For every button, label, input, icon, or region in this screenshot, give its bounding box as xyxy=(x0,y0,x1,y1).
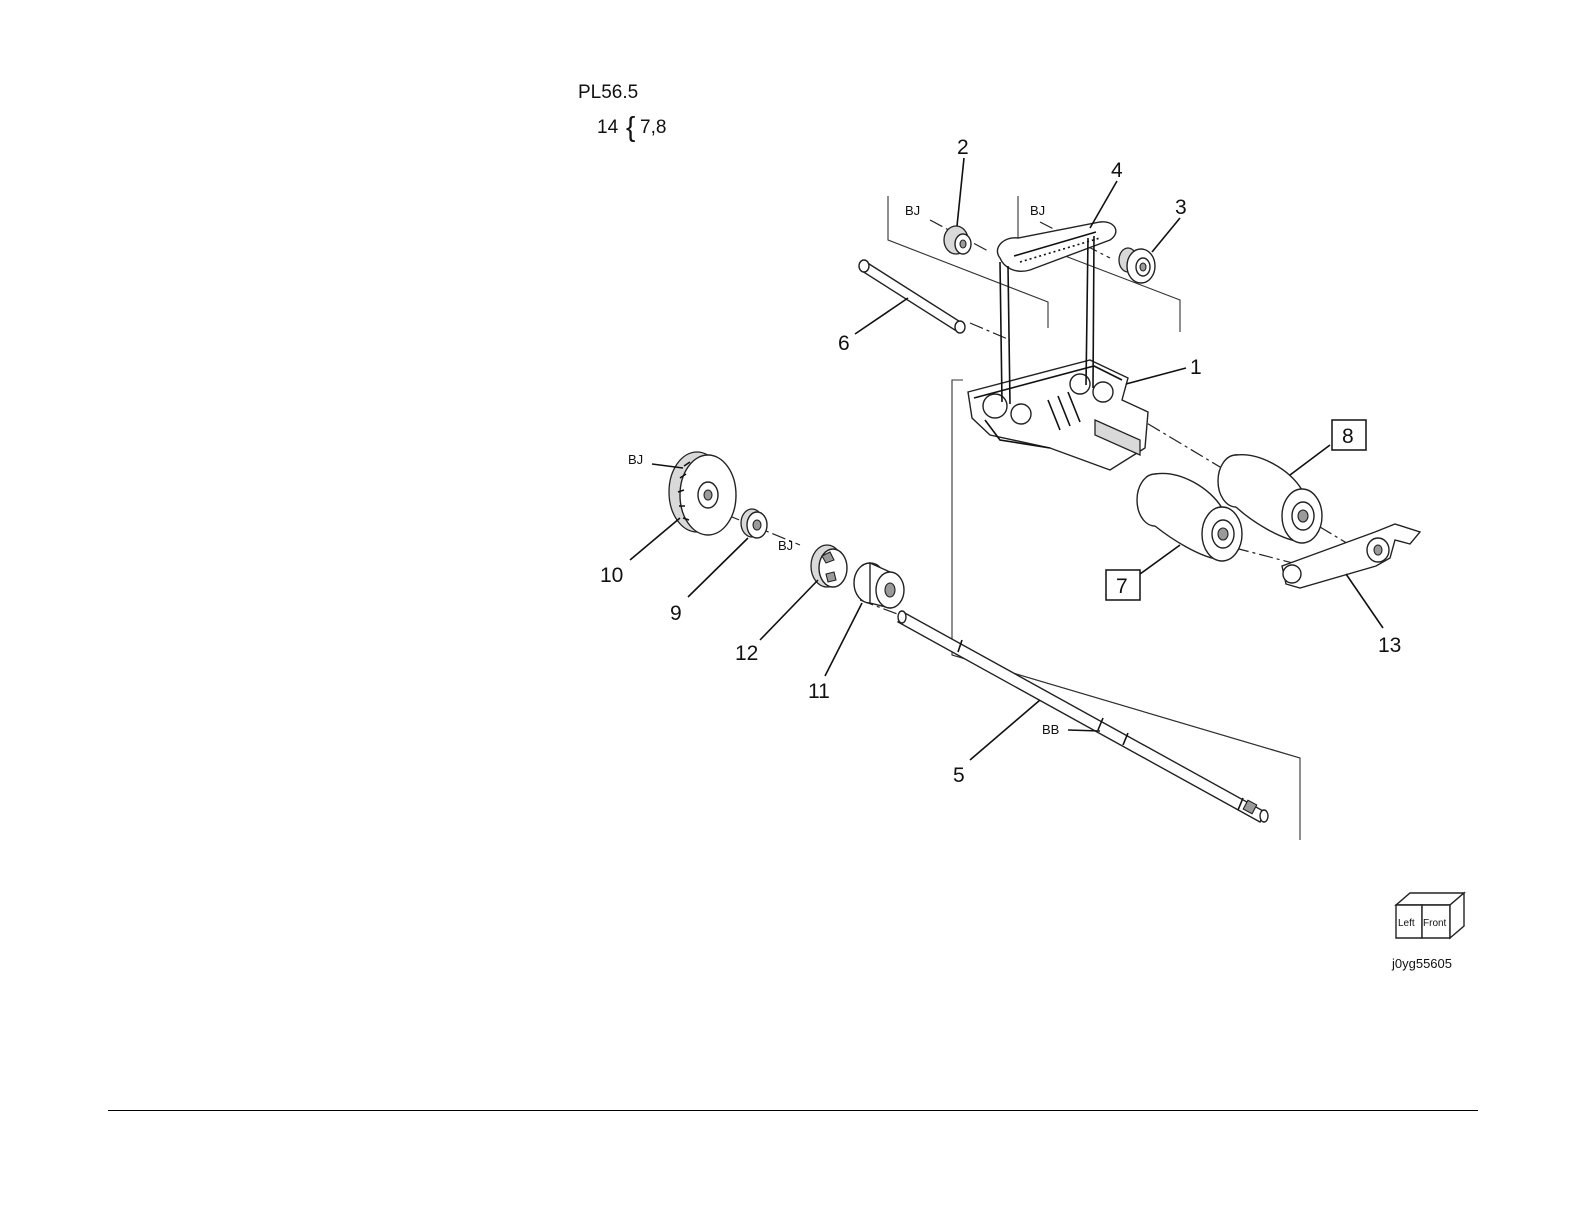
footer-rule xyxy=(108,1110,1478,1111)
axis-line-6 xyxy=(970,323,1010,340)
callout-8: 8 xyxy=(1342,425,1354,448)
leader-7 xyxy=(1140,545,1180,574)
marker-bj-top-right: BJ xyxy=(1030,203,1045,218)
leader-1 xyxy=(1126,368,1186,384)
callout-11: 11 xyxy=(808,680,830,703)
belt-drop-left xyxy=(1000,262,1002,402)
kit-members: 7,8 xyxy=(640,117,666,138)
leader-10 xyxy=(630,518,680,560)
orientation-cube: Left Front xyxy=(1396,893,1464,938)
leader-6 xyxy=(855,298,908,334)
leader-12 xyxy=(760,580,818,640)
callout-1: 1 xyxy=(1190,356,1202,379)
leader-4 xyxy=(1090,181,1117,228)
belt-drop-right-2 xyxy=(1093,236,1094,388)
marker-bj-clutch: BJ xyxy=(778,538,793,553)
leader-5 xyxy=(970,700,1040,760)
part-10-gear xyxy=(669,452,736,535)
callout-7: 7 xyxy=(1116,575,1128,598)
callout-2: 2 xyxy=(957,136,969,159)
callout-10: 10 xyxy=(600,564,623,587)
callout-4: 4 xyxy=(1111,159,1123,182)
part-4-belt xyxy=(997,222,1115,271)
marker-bj-top-left: BJ xyxy=(905,203,920,218)
part-1-bracket xyxy=(968,360,1148,470)
plate-reference: PL56.5 xyxy=(578,82,638,103)
callout-12: 12 xyxy=(735,642,758,665)
part-11-bushing xyxy=(854,563,904,608)
callout-3: 3 xyxy=(1175,196,1187,219)
leader-2 xyxy=(957,158,964,226)
kit-number: 14 xyxy=(597,117,619,138)
callout-6: 6 xyxy=(838,332,850,355)
part-9-washer xyxy=(741,509,767,538)
marker-bb-shaft: BB xyxy=(1042,722,1059,737)
marker-bj-gear: BJ xyxy=(628,452,643,467)
leader-9 xyxy=(688,538,748,597)
leader-8 xyxy=(1290,445,1330,475)
callout-5: 5 xyxy=(953,764,965,787)
callout-13: 13 xyxy=(1378,634,1401,657)
figure-id: j0yg55605 xyxy=(1391,956,1452,971)
cube-left-label: Left xyxy=(1398,918,1415,929)
leader-bb xyxy=(1068,730,1100,731)
cube-front-label: Front xyxy=(1423,918,1447,929)
kit-brace: { xyxy=(626,111,635,142)
part-5-shaft xyxy=(898,611,1268,822)
part-2-bearing xyxy=(944,226,971,254)
leader-3 xyxy=(1152,218,1180,252)
part-3-bearing xyxy=(1119,248,1155,283)
leader-11 xyxy=(825,603,862,676)
callout-9: 9 xyxy=(670,602,682,625)
part-6-pin xyxy=(859,260,965,333)
leader-13 xyxy=(1346,574,1383,628)
